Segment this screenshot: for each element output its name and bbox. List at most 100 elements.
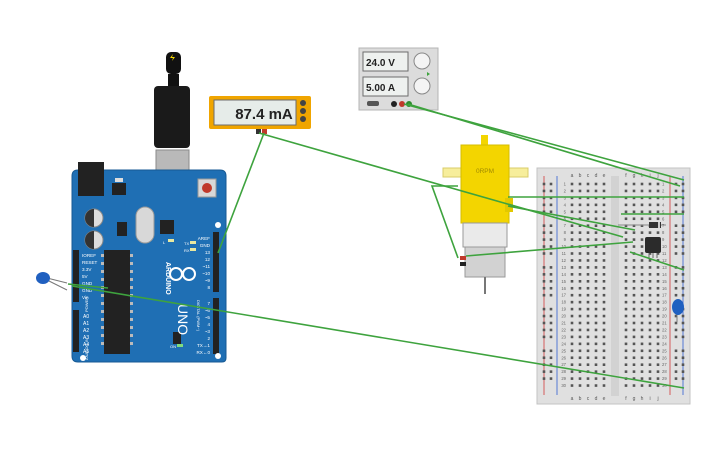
breadboard-hole[interactable] xyxy=(632,231,636,234)
breadboard-hole[interactable] xyxy=(602,328,606,332)
breadboard-hole[interactable] xyxy=(640,356,644,360)
rail-hole[interactable] xyxy=(549,293,553,297)
multimeter-probe-red[interactable] xyxy=(262,129,267,134)
diode[interactable] xyxy=(618,222,666,228)
rail-hole[interactable] xyxy=(674,196,678,200)
rail-hole[interactable] xyxy=(674,280,678,283)
breadboard-hole[interactable] xyxy=(640,342,644,346)
breadboard-hole[interactable] xyxy=(602,259,606,262)
rail-hole[interactable] xyxy=(681,356,685,360)
rail-hole[interactable] xyxy=(542,307,546,311)
rail-hole[interactable] xyxy=(542,280,546,283)
breadboard-hole[interactable] xyxy=(632,210,636,214)
breadboard-hole[interactable] xyxy=(632,349,636,353)
breadboard-hole[interactable] xyxy=(586,280,590,283)
breadboard-hole[interactable] xyxy=(586,377,590,380)
rail-hole[interactable] xyxy=(542,196,546,200)
breadboard-hole[interactable] xyxy=(586,335,590,339)
breadboard-hole[interactable] xyxy=(578,238,582,241)
rail-hole[interactable] xyxy=(542,370,546,373)
breadboard-hole[interactable] xyxy=(648,356,652,360)
breadboard-hole[interactable] xyxy=(602,384,606,387)
rail-hole[interactable] xyxy=(542,377,546,380)
rail-hole[interactable] xyxy=(681,286,685,290)
breadboard-hole[interactable] xyxy=(594,210,598,214)
breadboard-hole[interactable] xyxy=(570,280,574,283)
terminal-negative[interactable] xyxy=(391,101,397,107)
rail-hole[interactable] xyxy=(674,314,678,318)
breadboard-hole[interactable] xyxy=(594,182,598,186)
breadboard-hole[interactable] xyxy=(594,342,598,346)
breadboard-hole[interactable] xyxy=(632,217,636,221)
reset-button[interactable] xyxy=(197,178,217,198)
breadboard-hole[interactable] xyxy=(594,231,598,234)
breadboard-hole[interactable] xyxy=(648,210,652,214)
breadboard-hole[interactable] xyxy=(602,356,606,360)
breadboard-hole[interactable] xyxy=(594,349,598,353)
breadboard-hole[interactable] xyxy=(602,252,606,255)
breadboard-hole[interactable] xyxy=(640,321,644,325)
breadboard-hole[interactable] xyxy=(602,300,606,304)
breadboard-hole[interactable] xyxy=(578,377,582,380)
terminal-positive[interactable] xyxy=(399,101,405,107)
breadboard-hole[interactable] xyxy=(640,245,644,248)
rail-hole[interactable] xyxy=(674,231,678,234)
breadboard-hole[interactable] xyxy=(648,342,652,346)
breadboard-hole[interactable] xyxy=(648,384,652,387)
breadboard-hole[interactable] xyxy=(648,349,652,353)
breadboard-hole[interactable] xyxy=(656,203,660,207)
breadboard-hole[interactable] xyxy=(640,293,644,297)
breadboard-hole[interactable] xyxy=(570,356,574,360)
breadboard-hole[interactable] xyxy=(578,196,582,200)
breadboard-hole[interactable] xyxy=(586,273,590,276)
breadboard-hole[interactable] xyxy=(632,314,636,318)
breadboard-hole[interactable] xyxy=(594,286,598,290)
breadboard-hole[interactable] xyxy=(640,252,644,255)
breadboard-hole[interactable] xyxy=(586,349,590,353)
breadboard-hole[interactable] xyxy=(594,245,598,248)
rail-hole[interactable] xyxy=(681,189,685,193)
wire-motor-diode[interactable] xyxy=(507,205,636,231)
rail-hole[interactable] xyxy=(549,182,553,186)
breadboard-hole[interactable] xyxy=(624,370,628,373)
wire-capacitor[interactable] xyxy=(67,283,109,289)
breadboard-hole[interactable] xyxy=(648,370,652,373)
breadboard-hole[interactable] xyxy=(656,356,660,360)
breadboard-hole[interactable] xyxy=(624,231,628,234)
breadboard-hole[interactable] xyxy=(602,349,606,353)
breadboard-hole[interactable] xyxy=(656,210,660,214)
rail-hole[interactable] xyxy=(681,280,685,283)
breadboard-hole[interactable] xyxy=(578,300,582,304)
breadboard-hole[interactable] xyxy=(586,238,590,241)
wire-transistor-gnd[interactable] xyxy=(629,251,685,271)
rail-hole[interactable] xyxy=(549,189,553,193)
breadboard-hole[interactable] xyxy=(632,259,636,262)
breadboard-hole[interactable] xyxy=(570,328,574,332)
breadboard-hole[interactable] xyxy=(594,384,598,387)
rail-hole[interactable] xyxy=(681,224,685,227)
breadboard-hole[interactable] xyxy=(586,384,590,387)
breadboard-hole[interactable] xyxy=(640,273,644,276)
breadboard-hole[interactable] xyxy=(648,300,652,304)
breadboard-hole[interactable] xyxy=(640,280,644,283)
breadboard-hole[interactable] xyxy=(632,356,636,360)
breadboard-hole[interactable] xyxy=(602,203,606,207)
breadboard-hole[interactable] xyxy=(586,363,590,366)
breadboard-holes[interactable] xyxy=(542,182,685,387)
breadboard-hole[interactable] xyxy=(632,273,636,276)
breadboard-hole[interactable] xyxy=(602,231,606,234)
breadboard-hole[interactable] xyxy=(632,245,636,248)
breadboard-hole[interactable] xyxy=(656,266,660,269)
breadboard-hole[interactable] xyxy=(602,370,606,373)
breadboard-hole[interactable] xyxy=(594,196,598,200)
rail-hole[interactable] xyxy=(542,266,546,269)
breadboard-hole[interactable] xyxy=(640,286,644,290)
breadboard-hole[interactable] xyxy=(602,321,606,325)
breadboard-hole[interactable] xyxy=(570,259,574,262)
rail-hole[interactable] xyxy=(674,356,678,360)
rail-hole[interactable] xyxy=(549,370,553,373)
breadboard-hole[interactable] xyxy=(570,196,574,200)
wire-meter-to-breadboard[interactable] xyxy=(258,132,624,238)
breadboard-hole[interactable] xyxy=(586,356,590,360)
rail-hole[interactable] xyxy=(542,210,546,214)
